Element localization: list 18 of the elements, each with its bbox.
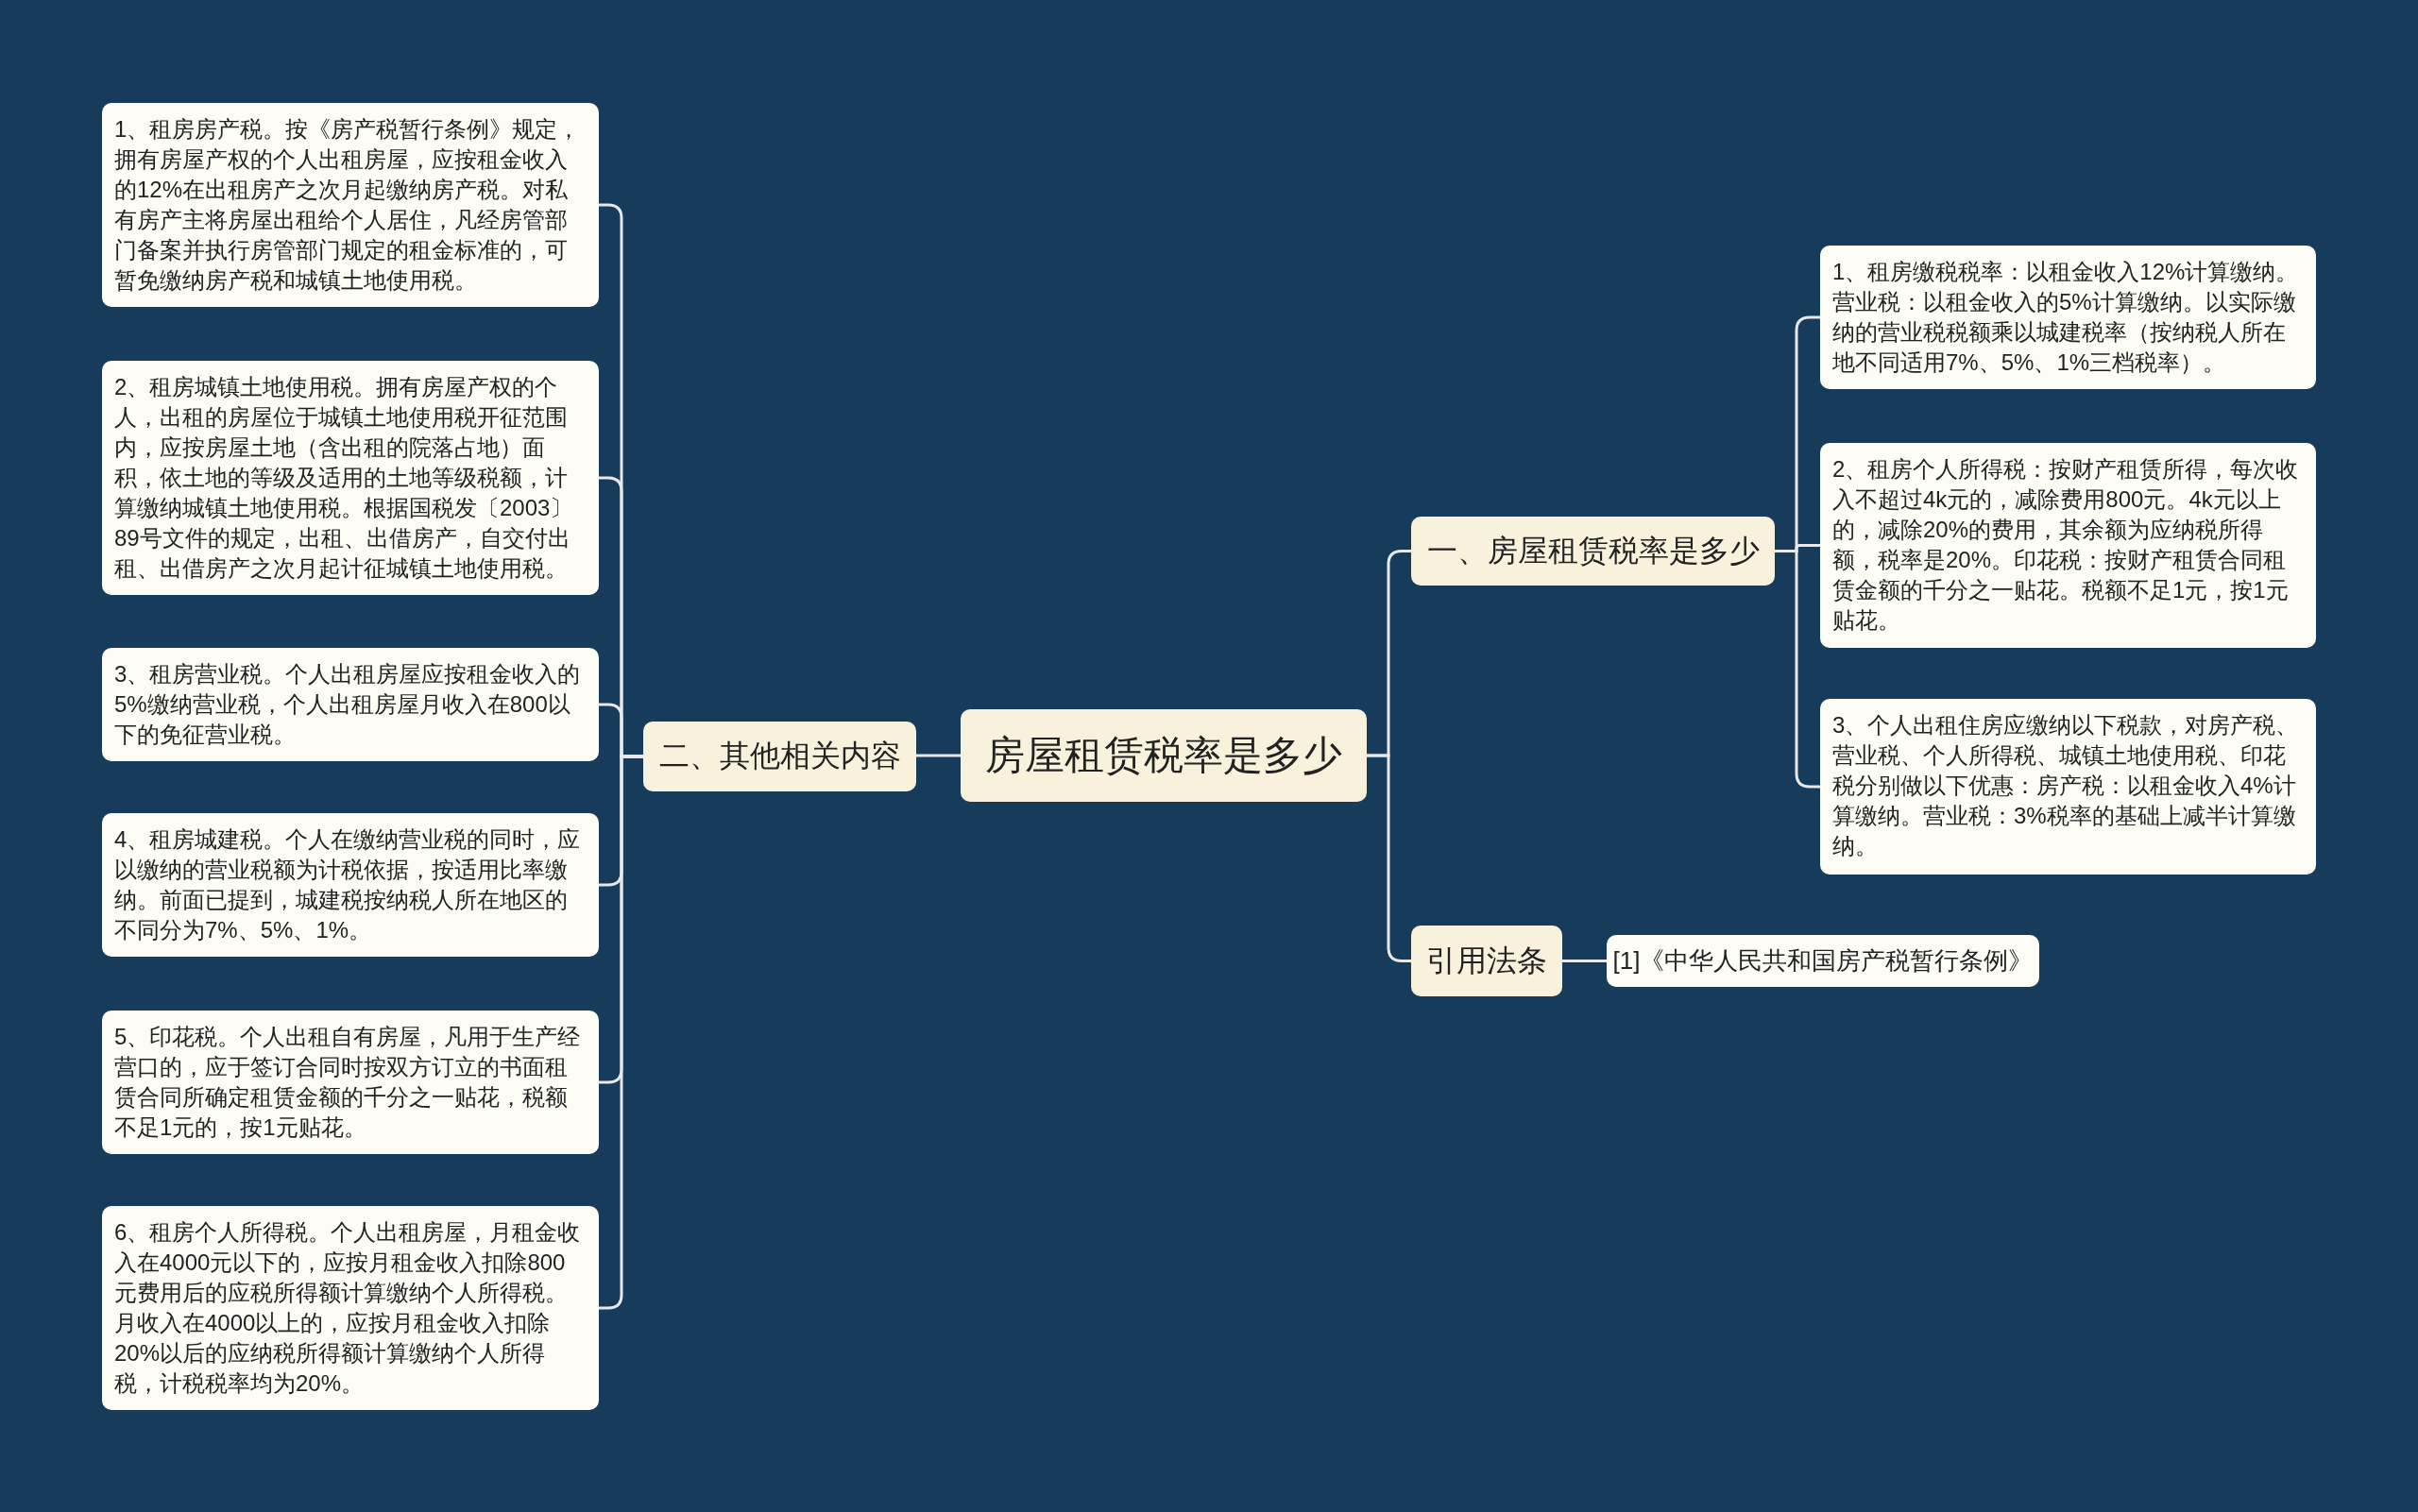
topic-box: 一、房屋租赁税率是多少: [1411, 517, 1775, 586]
connector-line: [1367, 754, 1411, 962]
text-box: 2、租房城镇土地使用税。拥有房屋产权的个人，出租的房屋位于城镇土地使用税开征范围内，应按房屋土地（含出租的院落占地）面积，依土地的等级及适用的土地等级税额，计算缴纳城镇土地使用税。根据国税发〔2003〕89号文件的规定，出租、出借房产，自交付出租、出借房产之次月起计征城镇土地使用税。: [102, 361, 599, 595]
text-box: 2、租房个人所得税：按财产租赁所得，每次收入不超过4k元的，减除费用800元。4k元以上的，减除20%的费用，其余额为应纳税所得额，税率是20%。印花税：按财产租赁合同租赁金额的千分之一贴花。税额不足1元，按1元贴花。: [1820, 443, 2316, 648]
text-box: 4、租房城建税。个人在缴纳营业税的同时，应以缴纳的营业税额为计税依据，按适用比率缴纳。前面已提到，城建税按纳税人所在地区的不同分为7%、5%、1%。: [102, 813, 599, 957]
reference-box: [1]《中华人民共和国房产税暂行条例》: [1607, 935, 2039, 987]
text-box: 1、租房缴税税率：以租金收入12%计算缴纳。营业税：以租金收入的5%计算缴纳。以实际缴纳的营业税税额乘以城建税率（按纳税人所在地不同适用7%、5%、1%三档税率）。: [1820, 246, 2316, 389]
connector-line: [1775, 550, 1820, 789]
text-box: 1、租房房产税。按《房产税暂行条例》规定，拥有房屋产权的个人出租房屋，应按租金收入的12%在出租房产之次月起缴纳房产税。对私有房产主将房屋出租给个人居住，凡经房管部门备案并执行房管部门规定的租金标准的，可暂免缴纳房产税和城镇土地使用税。: [102, 103, 599, 307]
text-box: 6、租房个人所得税。个人出租房屋，月租金收入在4000元以下的，应按月租金收入扣除800元费用后的应税所得额计算缴纳个人所得税。月收入在4000以上的，应按月租金收入扣除20%以后的应纳税所得额计算缴纳个人所得税，计税税率均为20%。: [102, 1206, 599, 1410]
connector-line: [916, 754, 961, 757]
topic-box: 二、其他相关内容: [643, 722, 916, 791]
central-topic-box: 房屋租赁税率是多少: [961, 709, 1367, 802]
text-box: 5、印花税。个人出租自有房屋，凡用于生产经营口的，应于签订合同时按双方订立的书面租赁合同所确定租赁金额的千分之一贴花，税额不足1元的，按1元贴花。: [102, 1011, 599, 1154]
text-box: 3、个人出租住房应缴纳以下税款，对房产税、营业税、个人所得税、城镇土地使用税、印花税分别做以下优惠：房产税：以租金收入4%计算缴纳。营业税：3%税率的基础上减半计算缴纳。: [1820, 699, 2316, 875]
connector-line: [1562, 960, 1607, 962]
text-box: 3、租房营业税。个人出租房屋应按租金收入的5%缴纳营业税，个人出租房屋月收入在800以下的免征营业税。: [102, 648, 599, 761]
topic-box: 引用法条: [1411, 926, 1562, 996]
